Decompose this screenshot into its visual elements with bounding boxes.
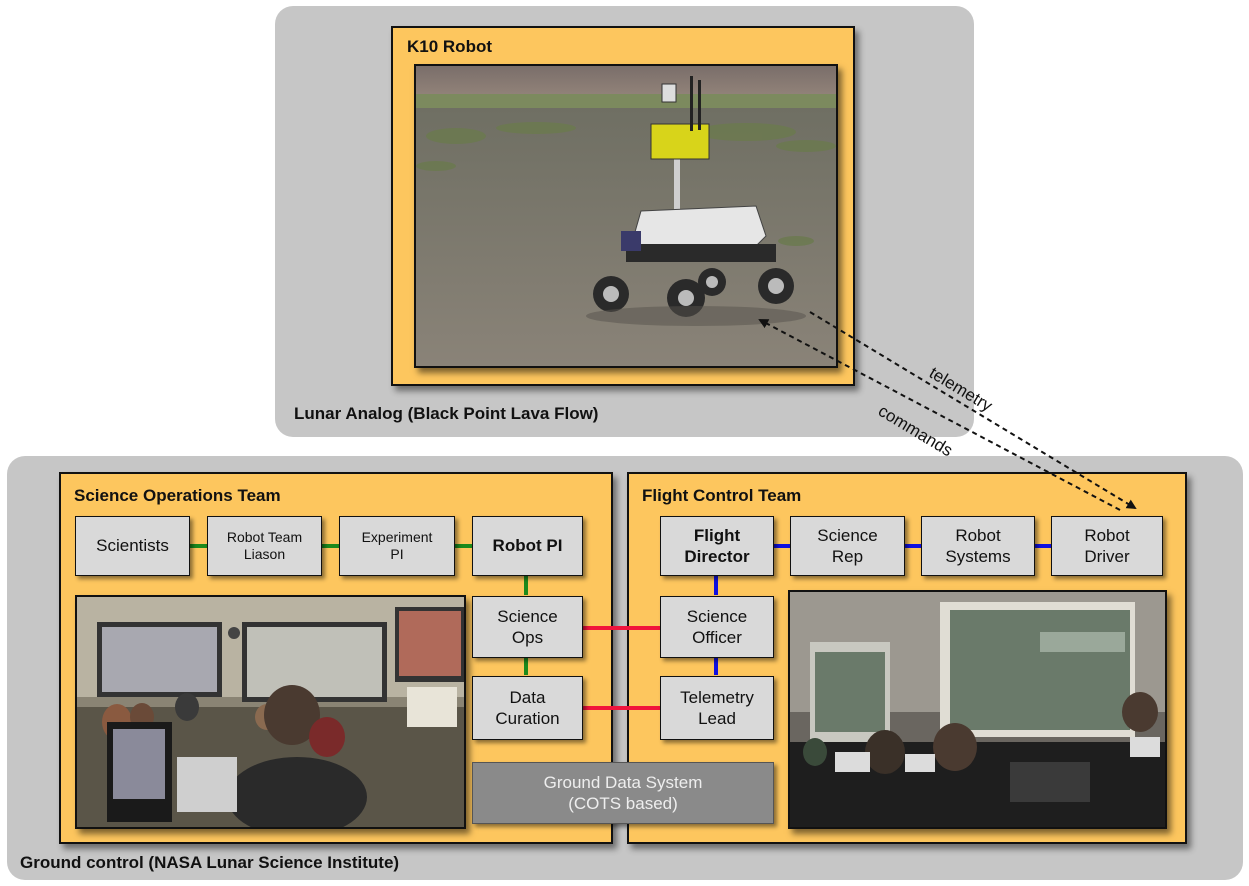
lunar-analog-label: Lunar Analog (Black Point Lava Flow) xyxy=(294,404,599,423)
science-ops-box: Science Ops xyxy=(472,596,583,658)
data-curation-box: Data Curation xyxy=(472,676,583,740)
flight-room-photo xyxy=(788,590,1167,829)
science-operations-team-title: Science Operations Team xyxy=(74,486,281,505)
scientists-box: Scientists xyxy=(75,516,190,576)
robot-driver-box: Robot Driver xyxy=(1051,516,1163,576)
flight-control-team-title: Flight Control Team xyxy=(642,486,802,505)
k10-robot-photo xyxy=(414,64,838,368)
science-officer-box: Science Officer xyxy=(660,596,774,658)
science-rep-box: Science Rep xyxy=(790,516,905,576)
k10-robot-title: K10 Robot xyxy=(407,37,492,56)
ground-control-label: Ground control (NASA Lunar Science Insti… xyxy=(20,853,400,872)
robot-systems-box: Robot Systems xyxy=(921,516,1035,576)
robot-pi-box: Robot PI xyxy=(472,516,583,576)
ground-data-system-box: Ground Data System (COTS based) xyxy=(472,762,774,824)
robot-team-liason-box: Robot Team Liason xyxy=(207,516,322,576)
experiment-pi-box: Experiment PI xyxy=(339,516,455,576)
science-room-photo xyxy=(75,595,466,829)
flight-director-box: Flight Director xyxy=(660,516,774,576)
telemetry-lead-box: Telemetry Lead xyxy=(660,676,774,740)
